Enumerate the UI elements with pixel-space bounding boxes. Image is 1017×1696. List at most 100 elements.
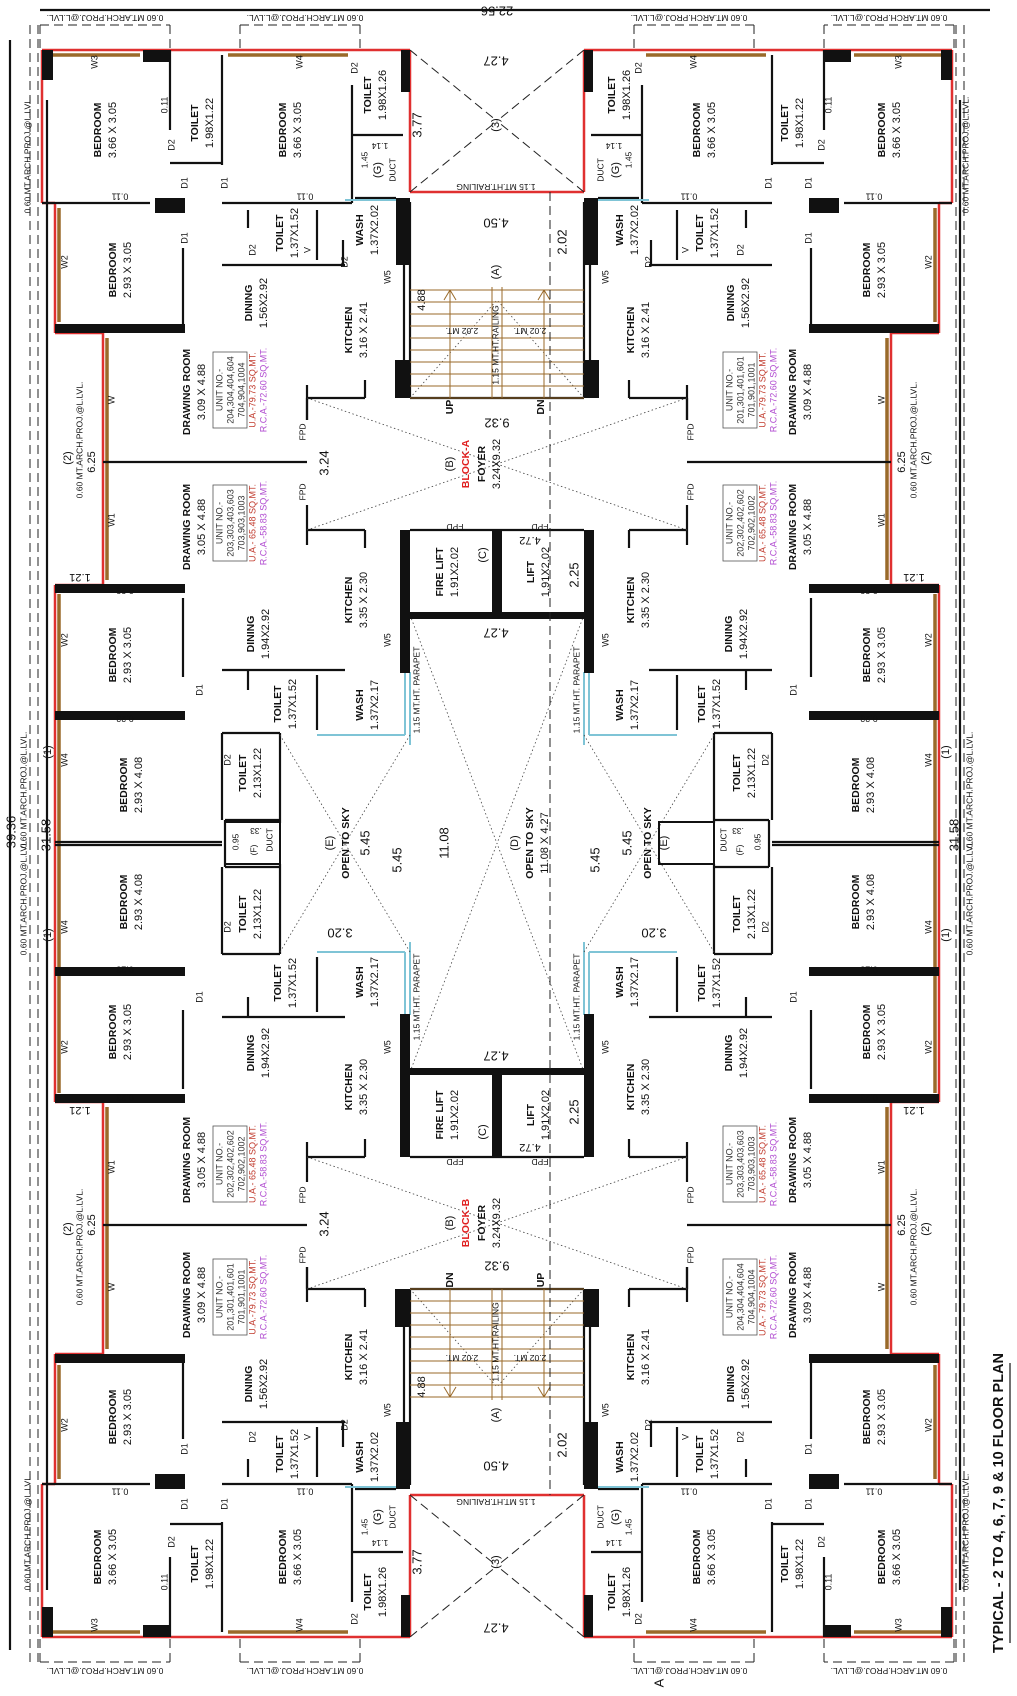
door-window-tag: D1	[194, 991, 204, 1003]
unit-numbers: 702,902,1002	[236, 1136, 246, 1191]
room-size: 3.35 X 2.30	[640, 572, 652, 628]
unit-numbers: 202,302,402,602	[735, 489, 745, 557]
room-name: DRAWING ROOM	[787, 1117, 799, 1204]
room-name: DINING	[725, 1366, 737, 1403]
room-name: BEDROOM	[691, 1529, 703, 1584]
unit-area: U.A.- 65.48 SQ.MT.	[757, 484, 767, 562]
carpet-area: R.C.A.-58.83 SQ.MT.	[258, 1122, 268, 1207]
room-size: 3.09 X 4.88	[802, 1267, 814, 1323]
room-name: DRAWING ROOM	[787, 349, 799, 436]
door-window-tag: 0.23	[116, 714, 134, 724]
room-size: 2.13X1.22	[252, 889, 264, 939]
shaft-label: DUCT	[264, 828, 274, 852]
wall-column	[55, 711, 185, 720]
unit-numbers: 204,304,404,604	[735, 1263, 745, 1331]
stair-direction-left: DN	[444, 1272, 456, 1287]
door-window-tag: V	[302, 247, 312, 253]
duct-dimension: 1.45	[359, 1518, 369, 1535]
wall-column	[497, 1072, 502, 1157]
wall-segment	[496, 1222, 688, 1290]
void-depth: 3.77	[409, 1549, 424, 1574]
wall-segment	[409, 1565, 498, 1638]
wall-segment	[496, 299, 585, 399]
door-window-tag: 0.11	[823, 1574, 833, 1591]
room-size: 1.56X2.92	[740, 1359, 752, 1409]
court-size: 11.08 X 4.27	[539, 812, 551, 874]
room-name: BEDROOM	[850, 874, 862, 929]
carpet-area: R.C.A.-58.83 SQ.MT.	[258, 481, 268, 566]
door-window-tag: D1	[763, 1498, 773, 1510]
wall-segment	[409, 49, 498, 122]
edge-railing-note: 1.15 MT.HT.RAILING	[456, 182, 535, 192]
arch-projection-note: 0.60 MT.ARCH.PROJ.@L.LVL.	[22, 97, 32, 214]
duct-id: (G)	[610, 162, 622, 178]
landing-width: 2.02	[554, 229, 569, 254]
room-name: DRAWING ROOM	[787, 1252, 799, 1339]
side-court-id: (E)	[324, 836, 336, 851]
landing-length: 4.50	[483, 1459, 508, 1474]
wall-column	[396, 1422, 410, 1489]
fpd-label: FPD	[297, 1247, 307, 1264]
unit-numbers: 703,903,1003	[746, 1136, 756, 1191]
room-name: BEDROOM	[107, 627, 119, 682]
wall-column	[400, 1072, 410, 1157]
balcony-offset: 1.21	[69, 1104, 90, 1116]
stair-railing-note: 1.15 MT.HT.RAILING	[490, 1302, 500, 1381]
door-window-tag: W3	[89, 1618, 99, 1632]
room-size: 1.37X2.17	[629, 680, 641, 730]
door-window-tag: W4	[294, 55, 304, 69]
unit-area: U.A.-79.73 SQ.MT.	[247, 352, 257, 428]
wall-column	[584, 198, 598, 265]
door-window-tag: W2	[59, 255, 69, 269]
overall-width: 22.56	[481, 4, 514, 19]
void-id: (3)	[490, 1555, 502, 1568]
duct-dimension: 1.14	[371, 1538, 388, 1548]
door-window-tag: W4	[59, 753, 69, 767]
door-window-tag: W5	[382, 633, 392, 647]
room-name: TOILET	[362, 1573, 374, 1611]
room-size: 3.16 X 2.41	[640, 302, 652, 358]
duct-label: DUCT	[387, 1505, 397, 1529]
room-size: 1.37X2.17	[629, 957, 641, 1007]
door-window-tag: D1	[179, 1498, 189, 1510]
wing-id: (1)	[940, 745, 952, 758]
wall-segment	[496, 49, 585, 122]
room-size: 1.37X2.17	[369, 680, 381, 730]
room-size: 1.94X2.92	[738, 1028, 750, 1078]
side-court-id: (E)	[658, 836, 670, 851]
fpd-label: FPD	[685, 1187, 695, 1204]
unit-no-label: UNIT NO.-	[724, 369, 734, 411]
wall-segment	[409, 614, 498, 844]
wall-column	[400, 1014, 410, 1072]
room-name: TOILET	[606, 1573, 618, 1611]
unit-no-label: UNIT NO.-	[214, 1143, 224, 1185]
arch-projection-note: 0.60 MT.ARCH.PROJ.@L.LVL.	[964, 839, 974, 956]
wall-segment	[543, 1386, 551, 1398]
foyer-id: (B)	[444, 457, 456, 472]
door-window-tag: D1	[803, 232, 813, 244]
room-size: 1.37X1.52	[287, 958, 299, 1008]
room-size: 3.66 X 3.05	[292, 1529, 304, 1585]
room-name: WASH	[354, 1441, 366, 1473]
lift-depth: 2.25	[566, 1099, 581, 1124]
room-name: BEDROOM	[876, 1529, 888, 1584]
room-size: 3.66 X 3.05	[706, 1529, 718, 1585]
room-name: BEDROOM	[850, 757, 862, 812]
door-window-tag: D2	[735, 244, 745, 256]
unit-note-box	[212, 484, 248, 562]
parapet-note: 1.15 MT.HT. PARAPET	[571, 954, 581, 1041]
fpd-label: FPD	[447, 1157, 464, 1167]
fire-lift-size: 1.91X2.02	[449, 1090, 461, 1140]
room-name: DINING	[245, 616, 257, 653]
room-size: 2.93 X 3.05	[876, 1004, 888, 1060]
side-court-width: 3.20	[641, 926, 666, 941]
room-name: DINING	[723, 616, 735, 653]
wall-column	[584, 50, 593, 92]
duct-dimension: 1.45	[623, 1518, 633, 1535]
arch-projection-note: 0.60 MT.ARCH.PROJ.@L.LVL.	[831, 13, 948, 23]
inner-height: 31.58	[946, 819, 961, 852]
room-size: 3.09 X 4.88	[196, 1267, 208, 1323]
wall-column	[497, 530, 502, 615]
balcony-id: (2)	[62, 1222, 74, 1235]
balcony-offset: 1.21	[903, 571, 924, 583]
